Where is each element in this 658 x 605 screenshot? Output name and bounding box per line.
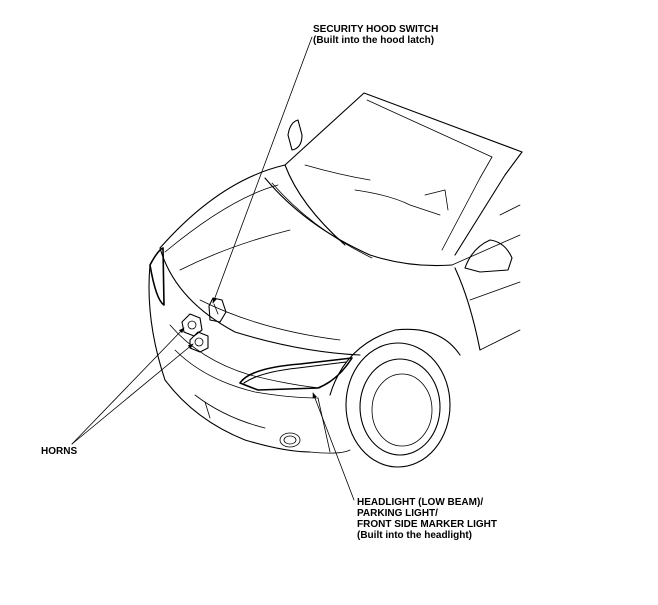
headlight-label: HEADLIGHT (LOW BEAM)/ PARKING LIGHT/ FRO… [357,497,497,541]
headlight-label-line-3: FRONT SIDE MARKER LIGHT [357,519,497,530]
horns-leader-line-1 [71,327,185,445]
horns-leader-line-2 [71,343,194,445]
hood-switch-component [208,297,227,323]
headlight-label-line-4: (Built into the headlight) [357,530,472,541]
headlight-leader-line [312,392,355,501]
horns-label: HORNS [41,446,78,457]
headlight-label-line-2: PARKING LIGHT/ [357,508,438,519]
security-hood-switch-label-line-2: (Built into the hood latch) [313,35,435,46]
security-hood-switch-label-line-1: SECURITY HOOD SWITCH [313,24,439,35]
hood-switch-leader-line [212,36,313,304]
security-hood-switch-label: SECURITY HOOD SWITCH (Built into the hoo… [313,24,438,46]
car-body-outline [148,92,523,468]
headlight-label-line-1: HEADLIGHT (LOW BEAM)/ [357,497,484,508]
